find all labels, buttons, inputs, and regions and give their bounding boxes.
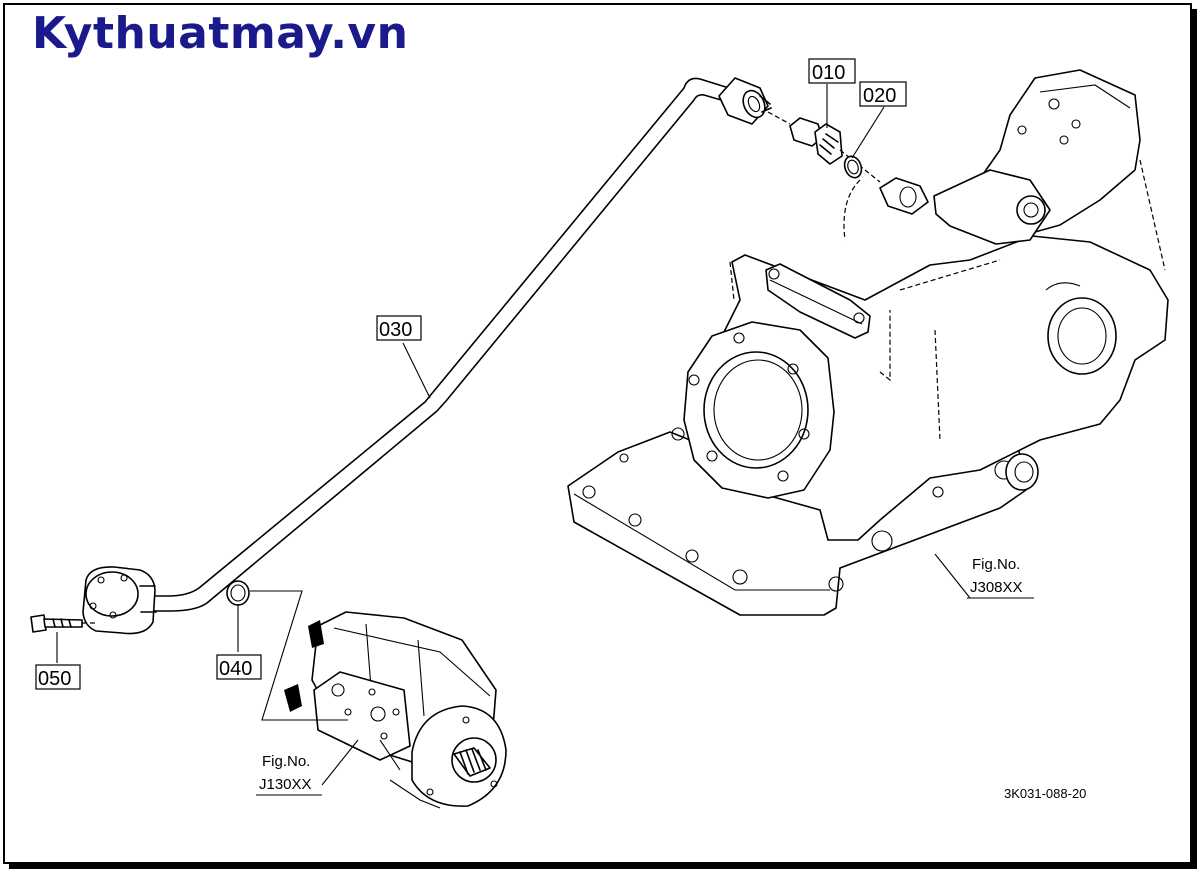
part-label-050[interactable]: 050: [35, 664, 81, 690]
svg-text:040: 040: [219, 658, 252, 680]
svg-text:Fig.No.: Fig.No.: [972, 556, 1020, 573]
bolt-050[interactable]: [30, 614, 96, 633]
svg-text:J130XX: J130XX: [259, 776, 312, 793]
fig-ref-transmission[interactable]: Fig.No. J308XX: [967, 556, 1034, 599]
svg-text:010: 010: [812, 62, 845, 84]
svg-text:J308XX: J308XX: [970, 579, 1023, 596]
diagram-frame: [3, 3, 1192, 864]
pipe-flange-block: [82, 566, 157, 635]
svg-text:Fig.No.: Fig.No.: [262, 753, 310, 770]
leader-lines: [56, 84, 971, 786]
watermark-logo: Kythuatmay.vn: [32, 8, 409, 59]
diagram-code: 3K031-088-20: [1004, 786, 1086, 801]
part-label-040[interactable]: 040: [216, 654, 262, 680]
part-label-020[interactable]: 020: [859, 81, 907, 107]
svg-text:030: 030: [379, 319, 412, 341]
transmission-housing: [567, 69, 1169, 616]
o-ring-020[interactable]: [842, 154, 865, 180]
frame-shadow-bottom: [9, 864, 1197, 869]
svg-text:050: 050: [38, 668, 71, 690]
frame-shadow-right: [1192, 9, 1197, 869]
fig-ref-pump[interactable]: Fig.No. J130XX: [256, 753, 322, 796]
part-label-010[interactable]: 010: [808, 58, 856, 84]
svg-text:020: 020: [863, 85, 896, 107]
adaptor-fitting-010[interactable]: [767, 111, 881, 183]
part-label-030[interactable]: 030: [376, 315, 422, 341]
o-ring-040[interactable]: [226, 580, 250, 606]
hydraulic-pump: [284, 611, 507, 809]
pipe-end-nut: [718, 77, 772, 125]
